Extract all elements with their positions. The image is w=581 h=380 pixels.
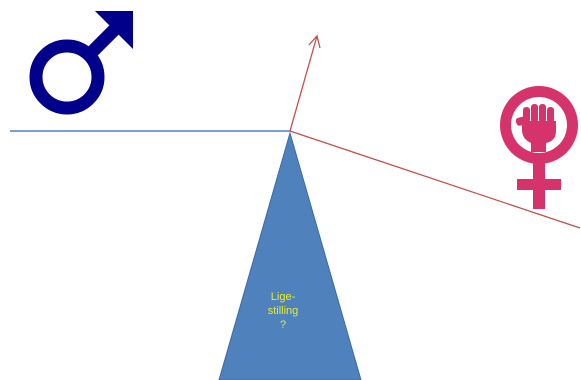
male-symbol-icon (29, 11, 133, 115)
female-beam (289, 130, 581, 229)
female-fist-symbol-icon (500, 86, 578, 209)
tilt-arrow (289, 34, 321, 132)
fulcrum-label: Lige- stilling ? (267, 291, 299, 331)
fulcrum-triangle (218, 131, 362, 380)
